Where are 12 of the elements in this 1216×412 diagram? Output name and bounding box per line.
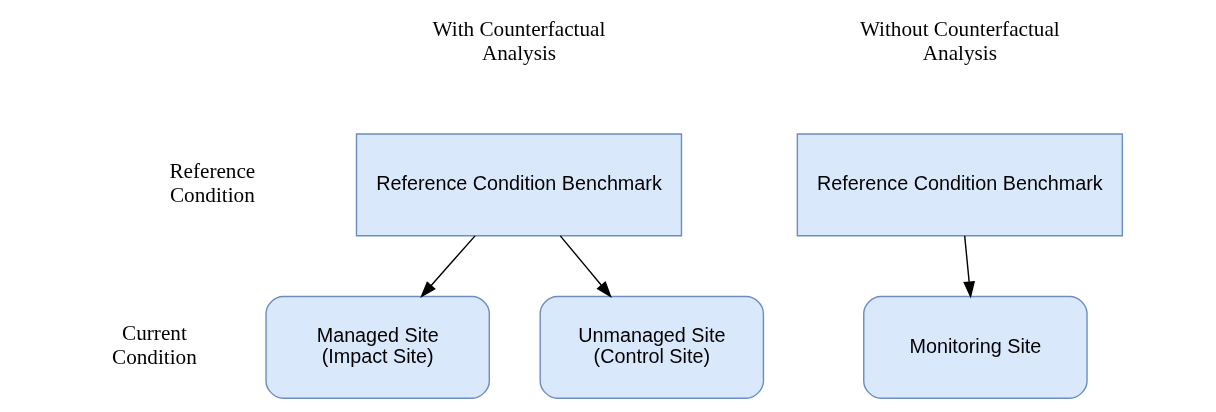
node-box: Monitoring Site: [863, 295, 1088, 399]
label: Reference Condition: [169, 158, 256, 207]
arrow: [963, 235, 976, 299]
arrow: [559, 235, 612, 298]
node-box: Reference Condition Benchmark: [796, 133, 1124, 237]
node-box: Reference Condition Benchmark: [355, 133, 683, 237]
node-box: Unmanaged Site (Control Site): [539, 295, 765, 399]
node-box: Managed Site (Impact Site): [265, 295, 490, 399]
label: With Counterfactual Analysis: [432, 17, 606, 66]
label: Without Counterfactual Analysis: [859, 17, 1060, 66]
arrow: [420, 235, 476, 298]
label: Current Condition: [112, 321, 197, 370]
